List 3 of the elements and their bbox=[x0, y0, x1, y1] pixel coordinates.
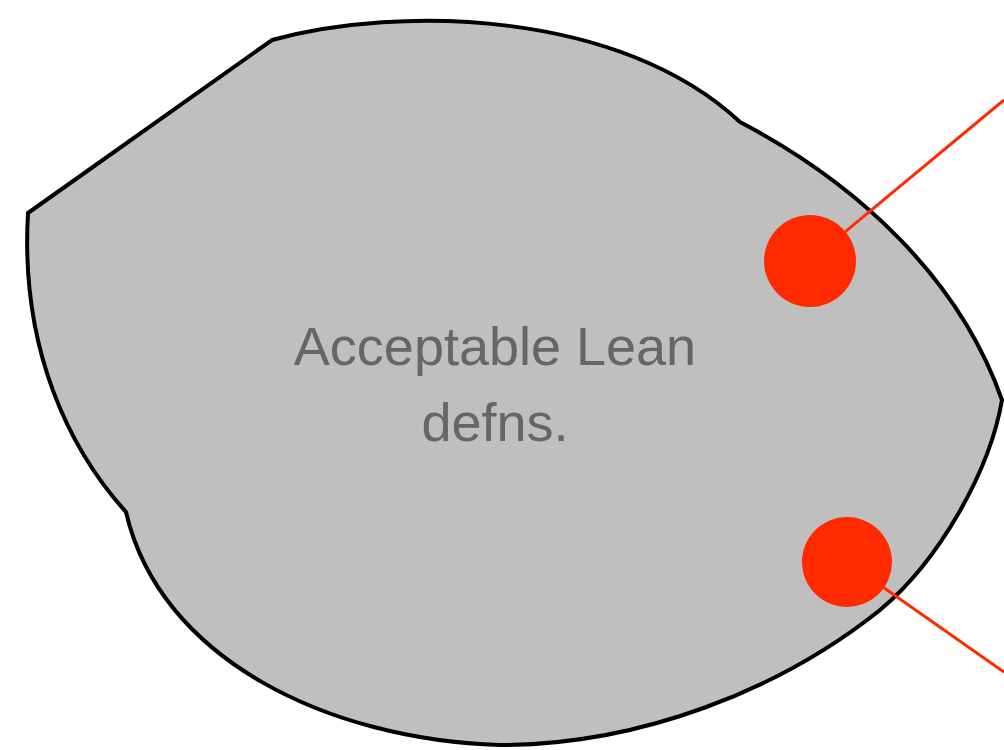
region-label: Acceptable Lean defns. bbox=[292, 315, 698, 454]
leader-line bbox=[844, 98, 1004, 233]
leader-line bbox=[883, 586, 1004, 674]
